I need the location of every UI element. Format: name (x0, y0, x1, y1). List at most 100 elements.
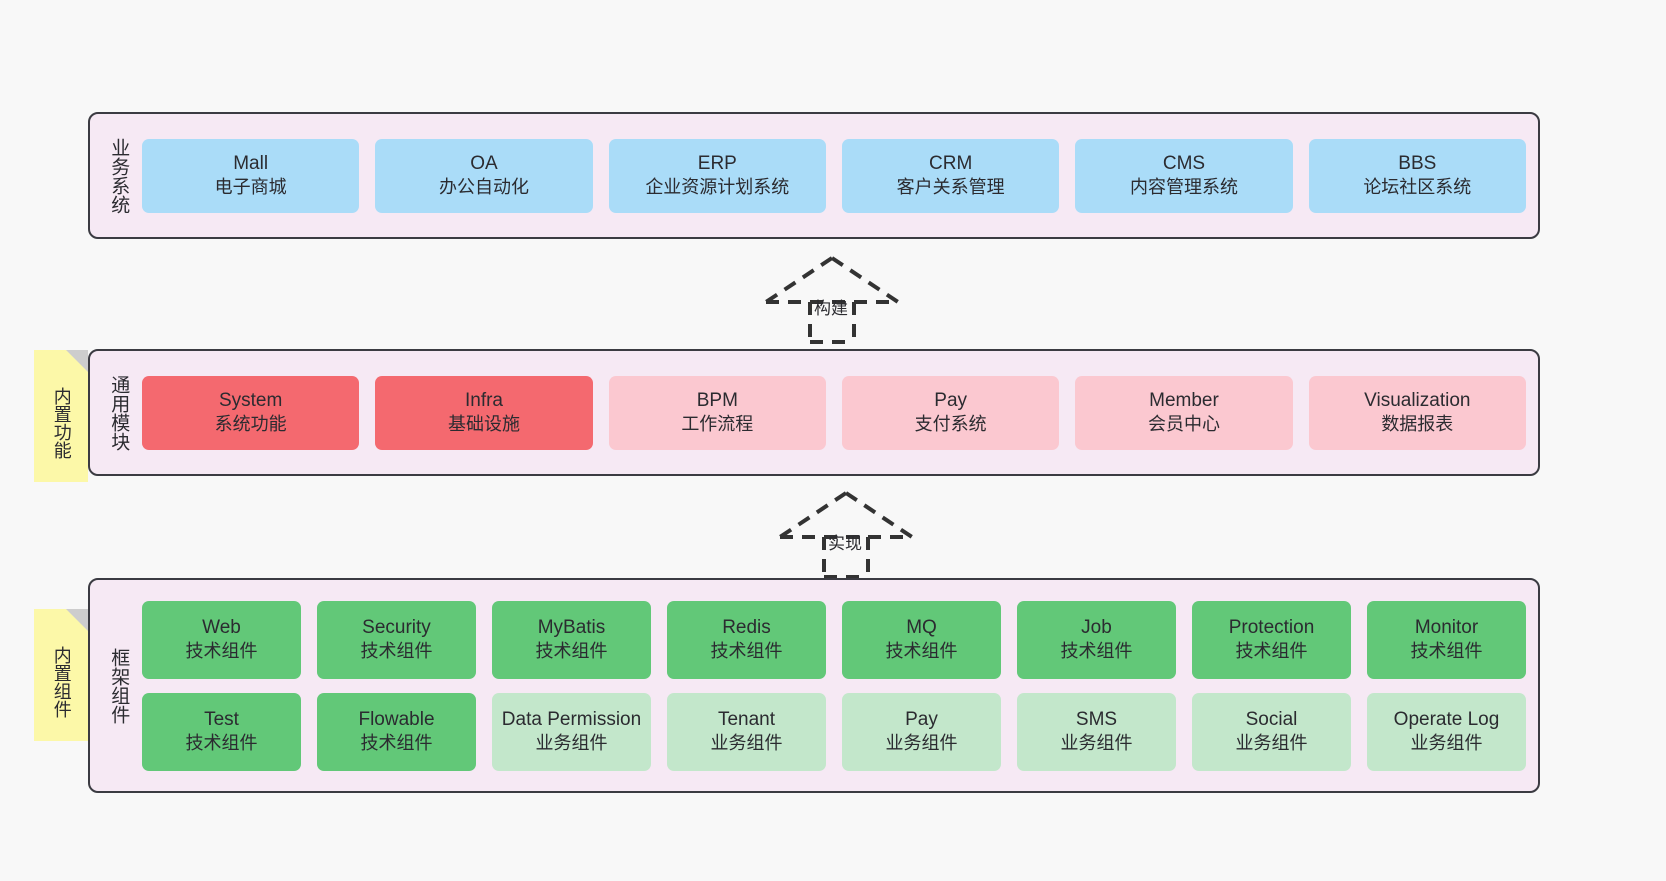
card-title: Security (362, 616, 431, 638)
card-infra[interactable]: Infra 基础设施 (375, 375, 593, 450)
card-subtitle: 支付系统 (914, 414, 987, 435)
card-redis[interactable]: Redis 技术组件 (667, 600, 826, 679)
card-title: Tenant (717, 708, 776, 730)
card-test[interactable]: Test 技术组件 (142, 692, 301, 771)
card-row: Test 技术组件 Flowable 技术组件 Data Permission … (142, 692, 1526, 771)
layer-body-common-module: System 系统功能 Infra 基础设施 BPM 工作流程 Pay 支付系统… (138, 359, 1526, 466)
card-monitor[interactable]: Monitor 技术组件 (1367, 600, 1526, 679)
card-pay[interactable]: Pay 支付系统 (841, 375, 1060, 450)
card-subtitle: 业务组件 (1235, 733, 1308, 754)
card-title: OA (470, 152, 498, 174)
card-subtitle: 技术组件 (185, 641, 258, 662)
card-subtitle: 基础设施 (447, 414, 520, 435)
card-subtitle: 技术组件 (1235, 641, 1308, 662)
card-subtitle: 技术组件 (185, 733, 258, 754)
card-title: Redis (722, 616, 771, 638)
card-title: Monitor (1414, 616, 1479, 638)
card-protection[interactable]: Protection 技术组件 (1192, 600, 1351, 679)
card-title: MyBatis (537, 616, 606, 638)
card-title: Protection (1228, 616, 1315, 638)
card-title: Web (202, 616, 241, 638)
card-subtitle: 内容管理系统 (1129, 177, 1238, 198)
card-subtitle: 技术组件 (360, 641, 433, 662)
card-pay-component[interactable]: Pay 业务组件 (842, 692, 1001, 771)
note-builtin-component: 内置组件 (34, 609, 88, 741)
arrow-label-build: 构建 (814, 299, 848, 318)
card-title: Pay (934, 389, 968, 411)
layer-common-module: 通用模块 System 系统功能 Infra 基础设施 BPM 工作流程 Pay… (88, 349, 1540, 476)
note-text: 内置组件 (51, 646, 72, 718)
card-cms[interactable]: CMS 内容管理系统 (1075, 138, 1293, 213)
arrow-build: 构建 (752, 254, 912, 344)
card-title: Job (1081, 616, 1112, 638)
card-subtitle: 技术组件 (885, 641, 958, 662)
layer-body-framework-component: Web 技术组件 Security 技术组件 MyBatis 技术组件 Redi… (138, 588, 1526, 783)
card-title: SMS (1075, 708, 1118, 730)
card-subtitle: 办公自动化 (438, 177, 529, 198)
card-subtitle: 技术组件 (710, 641, 783, 662)
card-bbs[interactable]: BBS 论坛社区系统 (1308, 138, 1526, 213)
card-title: ERP (697, 152, 737, 174)
card-row: Web 技术组件 Security 技术组件 MyBatis 技术组件 Redi… (142, 600, 1526, 679)
card-title: Test (204, 708, 239, 730)
card-visualization[interactable]: Visualization 数据报表 (1308, 375, 1526, 450)
card-title: CRM (929, 152, 973, 174)
card-title: Mall (233, 152, 269, 174)
card-title: Social (1245, 708, 1298, 730)
card-title: Data Permission (501, 708, 642, 730)
card-subtitle: 业务组件 (885, 733, 958, 754)
card-mybatis[interactable]: MyBatis 技术组件 (492, 600, 651, 679)
layer-label-business-system: 业务系统 (108, 137, 130, 214)
card-security[interactable]: Security 技术组件 (317, 600, 476, 679)
card-erp[interactable]: ERP 企业资源计划系统 (608, 138, 826, 213)
layer-business-system: 业务系统 Mall 电子商城 OA 办公自动化 ERP 企业资源计划系统 CRM… (88, 112, 1540, 239)
card-title: BBS (1398, 152, 1437, 174)
card-job[interactable]: Job 技术组件 (1017, 600, 1176, 679)
card-data-permission[interactable]: Data Permission 业务组件 (492, 692, 651, 771)
card-title: Visualization (1364, 389, 1471, 411)
card-subtitle: 业务组件 (1410, 733, 1483, 754)
card-title: Infra (464, 389, 503, 411)
card-crm[interactable]: CRM 客户关系管理 (841, 138, 1060, 213)
card-subtitle: 业务组件 (710, 733, 783, 754)
card-title: BPM (696, 389, 738, 411)
card-member[interactable]: Member 会员中心 (1075, 375, 1293, 450)
card-mall[interactable]: Mall 电子商城 (142, 138, 360, 213)
note-builtin-function: 内置功能 (34, 350, 88, 482)
card-tenant[interactable]: Tenant 业务组件 (667, 692, 826, 771)
layer-framework-component: 框架组件 Web 技术组件 Security 技术组件 MyBatis 技术组件… (88, 578, 1540, 793)
card-title: System (218, 389, 283, 411)
card-subtitle: 技术组件 (360, 733, 433, 754)
card-subtitle: 论坛社区系统 (1363, 177, 1472, 198)
card-subtitle: 技术组件 (1060, 641, 1133, 662)
card-operate-log[interactable]: Operate Log 业务组件 (1367, 692, 1526, 771)
card-mq[interactable]: MQ 技术组件 (842, 600, 1001, 679)
card-subtitle: 工作流程 (681, 414, 754, 435)
layer-body-business-system: Mall 电子商城 OA 办公自动化 ERP 企业资源计划系统 CRM 客户关系… (138, 122, 1526, 229)
card-system[interactable]: System 系统功能 (142, 375, 360, 450)
card-subtitle: 技术组件 (1410, 641, 1483, 662)
note-text: 内置功能 (51, 387, 72, 459)
card-row: System 系统功能 Infra 基础设施 BPM 工作流程 Pay 支付系统… (142, 375, 1526, 450)
card-subtitle: 会员中心 (1147, 414, 1220, 435)
card-subtitle: 数据报表 (1381, 414, 1454, 435)
card-subtitle: 客户关系管理 (896, 177, 1005, 198)
card-subtitle: 电子商城 (214, 177, 287, 198)
card-web[interactable]: Web 技术组件 (142, 600, 301, 679)
card-social[interactable]: Social 业务组件 (1192, 692, 1351, 771)
card-title: MQ (906, 616, 937, 638)
card-title: Member (1149, 389, 1219, 411)
card-oa[interactable]: OA 办公自动化 (375, 138, 593, 213)
card-flowable[interactable]: Flowable 技术组件 (317, 692, 476, 771)
card-row: Mall 电子商城 OA 办公自动化 ERP 企业资源计划系统 CRM 客户关系… (142, 138, 1526, 213)
card-subtitle: 技术组件 (535, 641, 608, 662)
card-bpm[interactable]: BPM 工作流程 (608, 375, 826, 450)
card-title: Flowable (358, 708, 435, 730)
card-sms[interactable]: SMS 业务组件 (1017, 692, 1176, 771)
layer-label-common-module: 通用模块 (108, 374, 130, 451)
arrow-implement: 实现 (766, 489, 926, 579)
card-subtitle: 企业资源计划系统 (645, 177, 790, 198)
card-subtitle: 业务组件 (1060, 733, 1133, 754)
card-subtitle: 系统功能 (214, 414, 287, 435)
